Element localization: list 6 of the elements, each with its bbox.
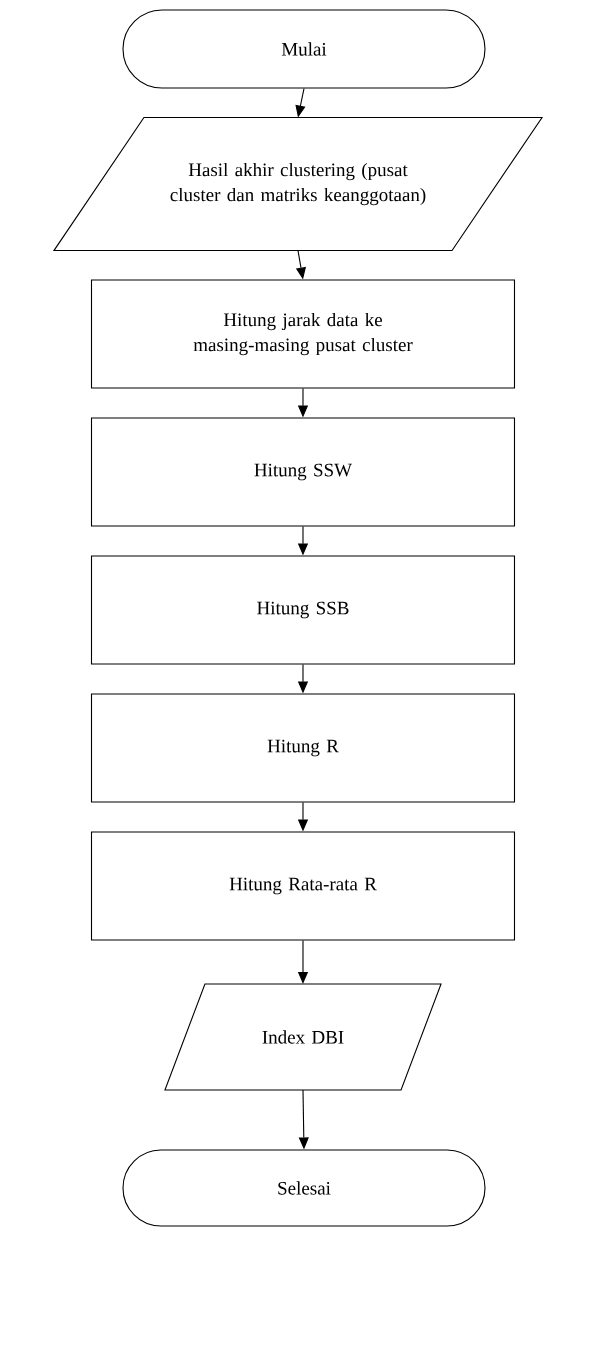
process-box: Hitung R (90, 693, 516, 803)
process-box: Hitung Rata-rata R (90, 831, 516, 941)
process-box: Hitung SSW (90, 417, 516, 527)
process-box: Hitung jarak data ke masing-masing pusat cluster (90, 279, 516, 389)
input-output-parallelogram: Index DBI (164, 983, 442, 1091)
process-box: Hitung SSB (90, 555, 516, 665)
